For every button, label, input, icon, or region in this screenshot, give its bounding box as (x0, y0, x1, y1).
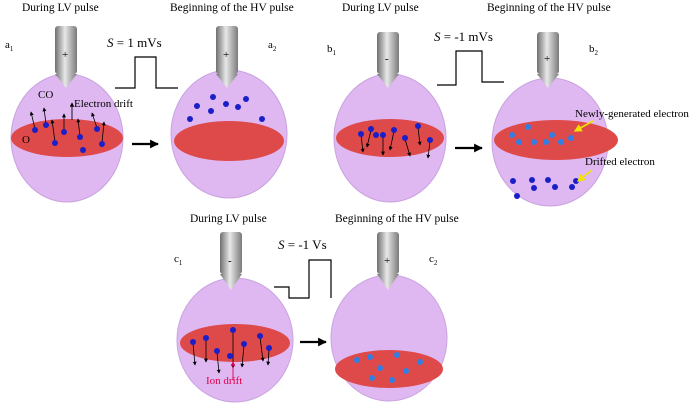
label-b2: b2 (589, 43, 599, 57)
label-c2: c2 (429, 253, 438, 267)
polarity-a1: + (62, 49, 68, 61)
electrons-a1 (29, 107, 106, 153)
needle-electrode-icon: + (537, 32, 559, 88)
needle-electrode-icon: + (216, 26, 238, 88)
electrons-b2-drifted (510, 177, 579, 199)
panel-c-title-left: During LV pulse (190, 213, 267, 225)
label-a1: a1 (5, 39, 14, 53)
label-b1: b1 (327, 43, 337, 57)
sphere-a2 (170, 69, 288, 199)
newly-generated-electron-label: Newly-generated electron (575, 108, 689, 120)
panel-a-title-left: During LV pulse (22, 2, 99, 14)
polarity-b2: + (544, 53, 550, 65)
pointer-new-electron (573, 120, 594, 132)
panel-b-title-left: During LV pulse (342, 2, 419, 14)
pulse-label-c: S = -1 Vs (278, 237, 327, 252)
polarity-b1: - (385, 53, 389, 65)
sphere-c1 (176, 277, 294, 403)
panel-c-title-right: Beginning of the HV pulse (335, 213, 459, 225)
drifted-electron-label: Drifted electron (585, 156, 655, 168)
needle-electrode-icon: - (220, 232, 242, 290)
panel-c: During LV pulse Beginning of the HV puls… (174, 213, 459, 403)
panel-a: During LV pulse Beginning of the HV puls… (5, 2, 294, 203)
needle-electrode-icon: + (377, 232, 399, 290)
needle-electrode-icon: - (377, 32, 399, 88)
pointer-drifted-electron (576, 169, 593, 182)
label-c1: c1 (174, 253, 183, 267)
panel-a-title-right: Beginning of the HV pulse (170, 2, 294, 14)
electrons-c2 (354, 352, 423, 383)
polarity-c2: + (384, 255, 390, 267)
electrons-a2 (187, 94, 265, 122)
ion-drift-label: Ion drift (206, 375, 242, 387)
needle-electrode-icon: + (55, 26, 77, 88)
pulse-label-b: S = -1 mVs (434, 29, 493, 44)
electrons-c1 (190, 327, 272, 374)
co-label: CO (38, 89, 53, 101)
panel-b: During LV pulse Beginning of the HV puls… (327, 2, 689, 207)
o-label: O (22, 134, 30, 146)
pulse-label-a: S = 1 mVs (107, 35, 162, 50)
polarity-a2: + (223, 49, 229, 61)
square-pulse-icon (274, 259, 332, 299)
sphere-c2 (330, 274, 448, 402)
panel-b-title-right: Beginning of the HV pulse (487, 2, 611, 14)
square-pulse-icon (115, 56, 178, 89)
square-pulse-icon (437, 50, 504, 86)
electrons-b2-new (509, 124, 574, 145)
label-a2: a2 (268, 39, 277, 53)
sphere-b1 (333, 73, 447, 203)
electron-drift-label: Electron drift (74, 98, 133, 110)
electrons-b1 (358, 123, 433, 159)
polarity-c1: - (228, 255, 232, 267)
